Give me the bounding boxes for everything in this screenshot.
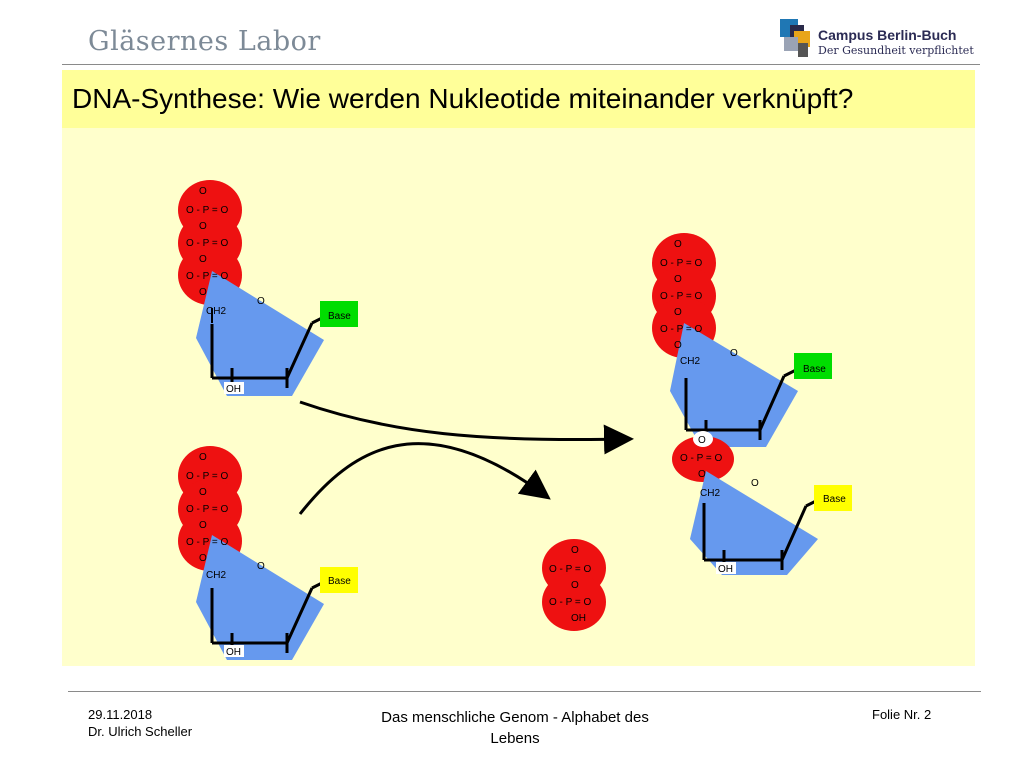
- phosphate-label: O - P = O: [186, 271, 229, 282]
- oxygen-label: O: [199, 287, 207, 298]
- oxygen-label: O: [674, 340, 682, 351]
- ring-oxygen-label: O: [257, 561, 265, 572]
- slide-title: DNA-Synthese: Wie werden Nukleotide mite…: [72, 83, 854, 114]
- oxygen-label: O: [199, 254, 207, 265]
- footer-title: Das menschliche Genom - Alphabet des Leb…: [381, 709, 649, 747]
- base-yellow: [320, 567, 358, 593]
- reaction-arrow-to-product: [299, 400, 634, 455]
- campus-name: Campus Berlin-Buch: [818, 27, 957, 43]
- oxygen-label: O: [571, 545, 579, 556]
- nucleotide-triphosphate-bottom: O O - P = O O O - P = O O O - P = O O CH…: [178, 446, 358, 660]
- oxygen-label: O: [674, 307, 682, 318]
- phosphodiester-phosphate: [672, 436, 734, 482]
- oxygen-label: O: [199, 487, 207, 498]
- base-label: Base: [803, 364, 826, 375]
- phosphate-label: O - P = O: [186, 238, 229, 249]
- ring-oxygen-label: O: [751, 478, 759, 489]
- campus-berlin-buch-logo: Campus Berlin-Buch Der Gesundheit verpfl…: [778, 17, 978, 65]
- oxygen-label: O: [674, 274, 682, 285]
- base-green: [320, 301, 358, 327]
- base-label: Base: [823, 494, 846, 505]
- oxygen-label: O: [698, 469, 706, 480]
- oxygen-label: O: [698, 435, 706, 446]
- ch2-label: CH2: [700, 488, 720, 499]
- phosphate-label: O - P = O: [186, 504, 229, 515]
- reaction-arrow-to-pyrophosphate: [298, 442, 551, 515]
- ch2-label: CH2: [680, 356, 700, 367]
- dinucleotide-product: O O - P = O O O - P = O O O - P = O O CH…: [652, 233, 852, 575]
- ring-oxygen-label: O: [257, 296, 265, 307]
- campus-logo-icon: [780, 19, 810, 57]
- phosphate-group: [542, 573, 606, 631]
- oxygen-label: O: [674, 239, 682, 250]
- base-label: Base: [328, 311, 351, 322]
- footer-slide-number: Folie Nr. 2: [872, 707, 932, 722]
- phosphate-label: O - P = O: [549, 597, 592, 608]
- oxygen-label: O: [571, 580, 579, 591]
- phosphate-label: O - P = O: [186, 537, 229, 548]
- phosphate-label: O - P = O: [660, 291, 703, 302]
- oxygen-label: O: [199, 520, 207, 531]
- base-yellow: [814, 485, 852, 511]
- phosphate-label: O - P = O: [660, 258, 703, 269]
- ch2-label: CH2: [206, 306, 226, 317]
- dna-synthesis-diagram: O O - P = O O O - P = O O O - P = O O CH…: [178, 180, 852, 660]
- deoxyribose-sugar: [196, 535, 324, 660]
- footer-divider: [68, 691, 981, 692]
- hydroxyl-label: OH: [571, 613, 586, 624]
- logo-text: Gläsernes Labor: [88, 26, 321, 57]
- phosphate-label: O - P = O: [186, 471, 229, 482]
- footer-date: 29.11.2018: [88, 707, 153, 722]
- oxygen-label: O: [199, 186, 207, 197]
- hydroxyl-label: OH: [226, 647, 241, 658]
- title-bar: [62, 70, 975, 128]
- campus-tagline: Der Gesundheit verpflichtet: [818, 44, 974, 57]
- ch2-label: CH2: [206, 570, 226, 581]
- base-green: [794, 353, 832, 379]
- pyrophosphate: O O - P = O O O - P = O OH: [542, 539, 606, 631]
- ring-oxygen-label: O: [730, 348, 738, 359]
- bridging-oxygen: [693, 431, 713, 447]
- phosphate-label: O - P = O: [186, 205, 229, 216]
- oxygen-label: O: [199, 221, 207, 232]
- phosphate-label: O - P = O: [680, 453, 723, 464]
- oxygen-label: O: [199, 553, 207, 564]
- base-label: Base: [328, 576, 351, 587]
- phosphate-label: O - P = O: [549, 564, 592, 575]
- nucleotide-triphosphate-top: O O - P = O O O - P = O O O - P = O O CH…: [178, 180, 358, 396]
- header-divider: [62, 64, 980, 65]
- phosphate-label: O - P = O: [660, 324, 703, 335]
- hydroxyl-label: OH: [226, 384, 241, 395]
- hydroxyl-label: OH: [718, 564, 733, 575]
- oxygen-label: O: [199, 452, 207, 463]
- footer-author: Dr. Ulrich Scheller: [88, 724, 193, 739]
